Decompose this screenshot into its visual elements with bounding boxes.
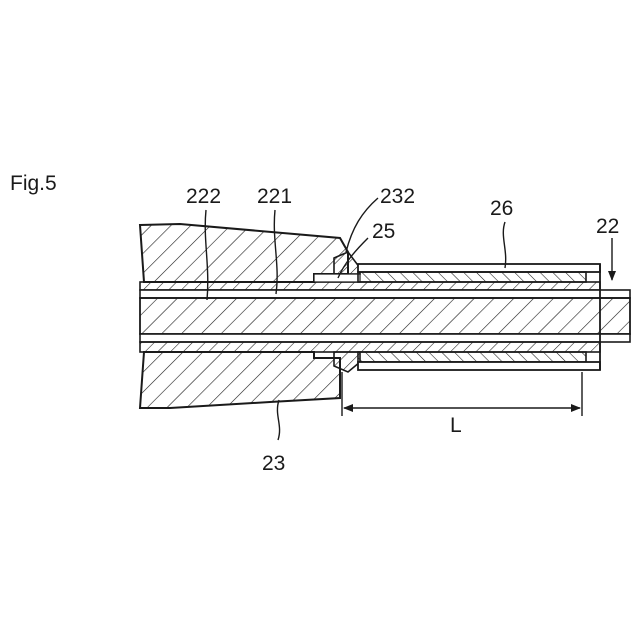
core-conductor — [140, 298, 630, 334]
ref-label-25: 25 — [372, 220, 395, 243]
tube-26-upper-outer — [358, 264, 600, 272]
gap-25 — [314, 274, 360, 282]
ref-label-23: 23 — [262, 452, 285, 475]
inner-layer-221-lower — [140, 334, 630, 342]
outer-layer-222-upper — [140, 282, 600, 290]
inner-layer-221-upper — [140, 290, 630, 298]
ref-label-232: 232 — [380, 185, 415, 208]
holder-lower-block — [140, 352, 340, 408]
tube-26-upper-inner — [358, 272, 586, 282]
ref-label-26: 26 — [490, 197, 513, 220]
tube-26-lower-inner — [358, 352, 586, 362]
holder-upper-block — [140, 224, 348, 282]
leader-23 — [277, 400, 279, 440]
tube-26-lower-outer — [358, 362, 600, 370]
dimension-label-L: L — [450, 414, 462, 437]
ref-label-22: 22 — [596, 215, 619, 238]
ref-label-222: 222 — [186, 185, 221, 208]
figure-label: Fig.5 — [10, 172, 57, 195]
leader-26 — [503, 222, 505, 268]
ref-label-221: 221 — [257, 185, 292, 208]
outer-layer-222-lower — [140, 342, 600, 352]
